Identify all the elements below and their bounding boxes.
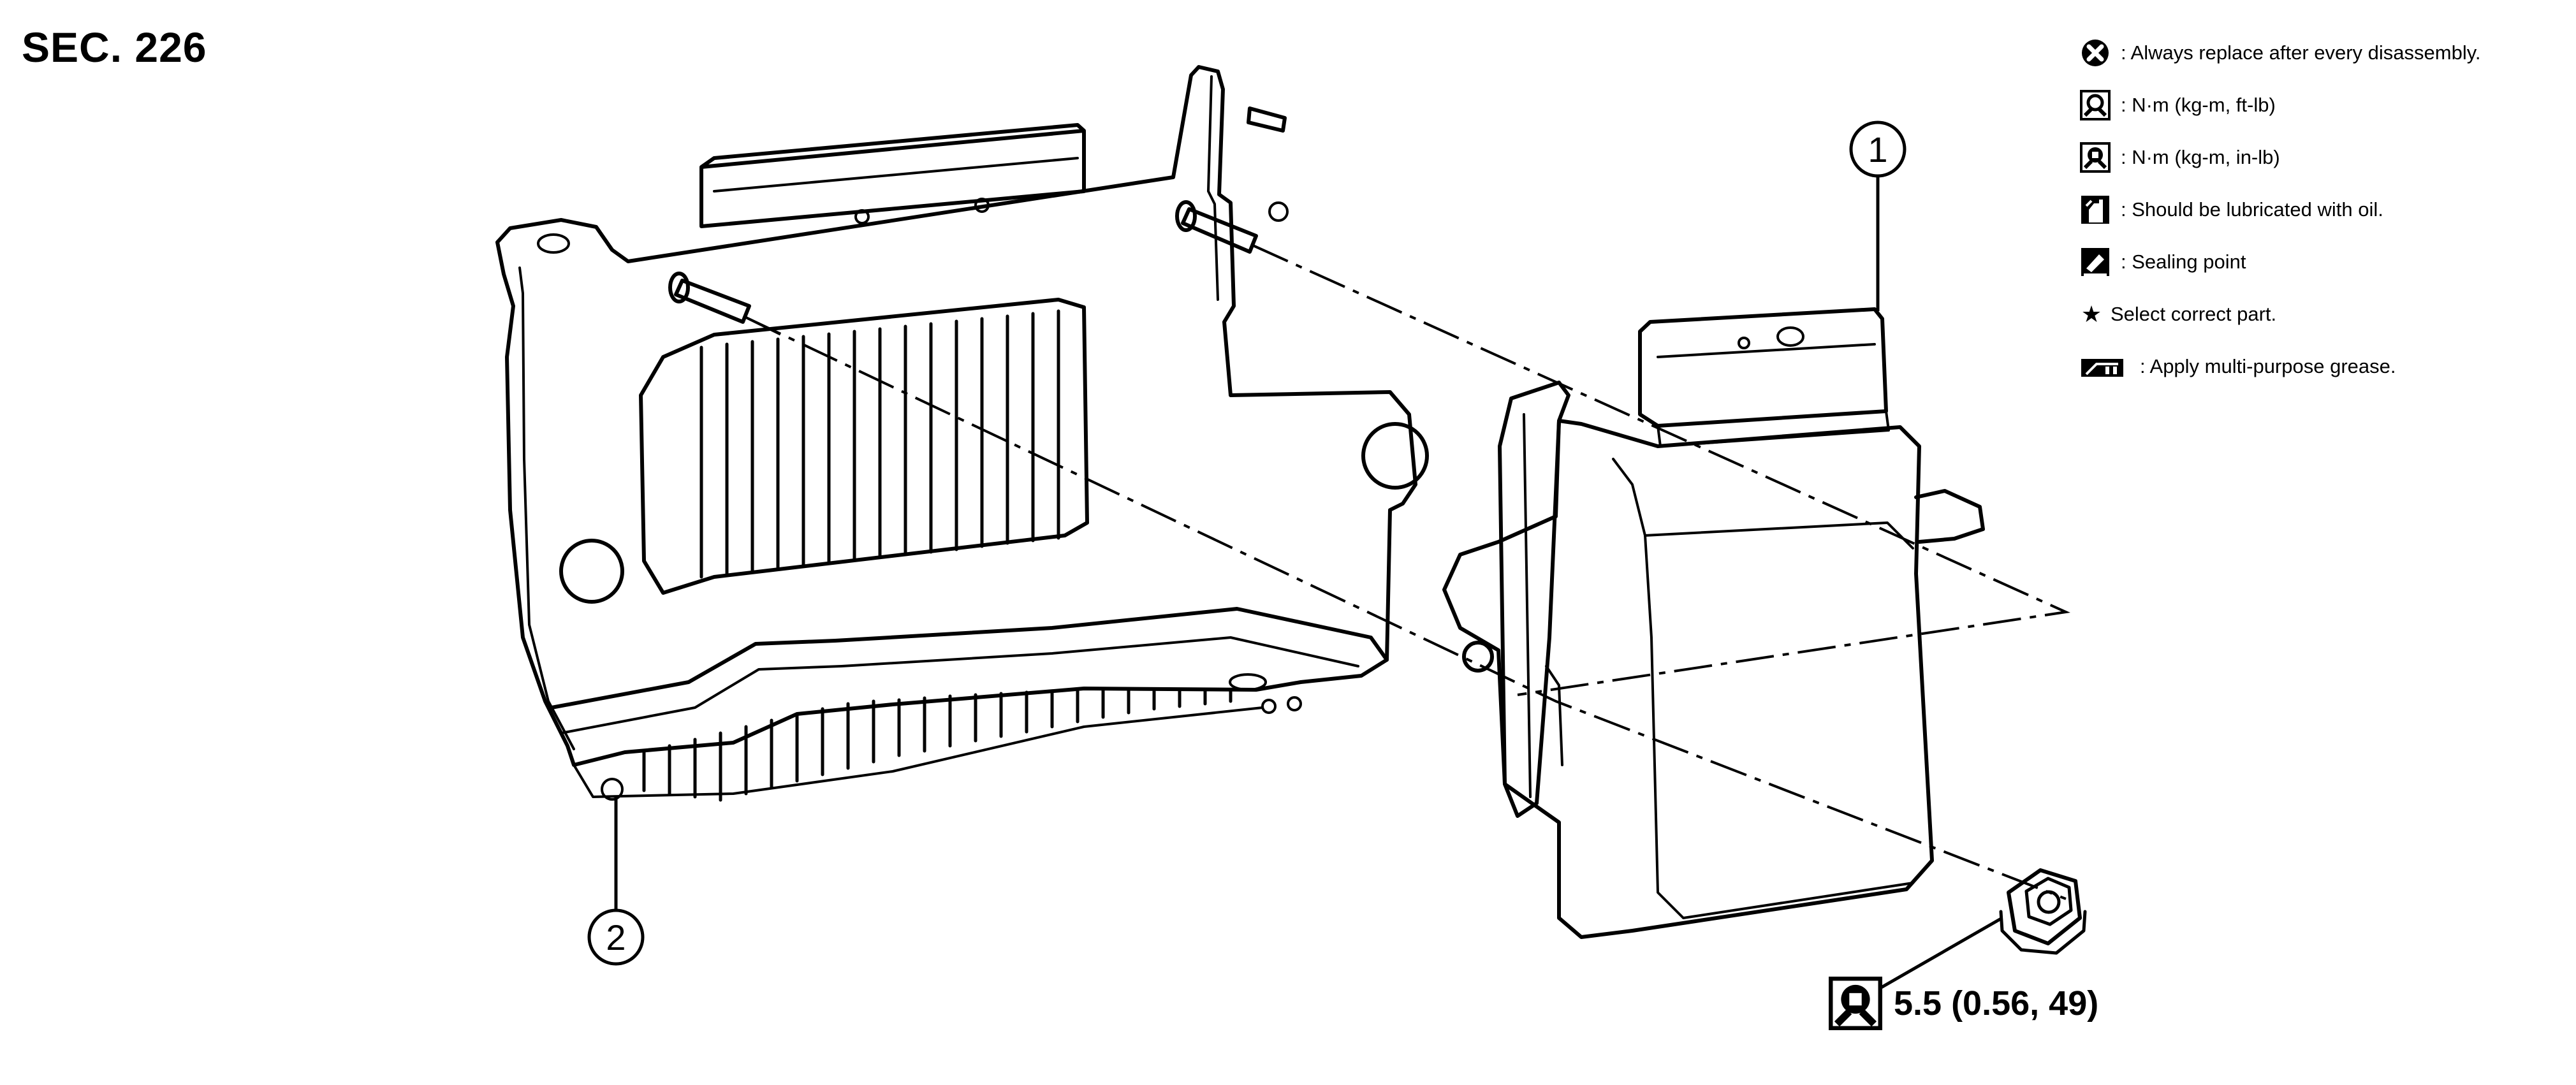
ecu-right-tab (1914, 489, 1985, 544)
callout-2: 2 (587, 797, 645, 966)
mounting-stud-top (1247, 106, 1289, 222)
lower-fins (642, 688, 1233, 802)
torque-wrench-ftlb-icon (2080, 90, 2111, 120)
alignment-lines (745, 244, 2071, 900)
cooling-fins (699, 309, 1060, 579)
legend-item-select-part: ★ Select correct part. (2080, 297, 2571, 331)
bracket-lower-flange (550, 607, 1389, 710)
legend-item-torque-inlb: : N·m (kg-m, in-lb) (2080, 140, 2571, 175)
bracket-boss-left (559, 539, 624, 604)
bracket-boss-right (1361, 422, 1429, 490)
legend-item-sealing: : Sealing point (2080, 245, 2571, 279)
ecu-case (1442, 419, 1934, 939)
mounting-stud-left (668, 272, 751, 324)
bracket-fin-window (639, 298, 1089, 595)
flange-nut (1999, 868, 2087, 955)
bracket-assembly (495, 65, 1429, 802)
legend-item-torque-ftlb: : N·m (kg-m, ft-lb) (2080, 88, 2571, 122)
star-icon: ★ (2081, 301, 2102, 327)
oil-can-icon (2081, 196, 2109, 224)
callout-1-number: 1 (1868, 129, 1887, 170)
ecu-module (1442, 307, 1985, 939)
torque-value: 5.5 (0.56, 49) (1894, 984, 2099, 1023)
ecu-left-flange (1498, 381, 1570, 818)
ecu-mount-hole (1462, 641, 1494, 673)
always-replace-icon (2082, 40, 2109, 66)
callout-1: 1 (1849, 120, 1906, 311)
grease-icon (2081, 359, 2123, 377)
torque-wrench-inlb-icon (2080, 142, 2111, 173)
sealing-point-icon (2081, 248, 2109, 276)
ecu-connector (1638, 307, 1888, 428)
legend-item-always-replace: : Always replace after every disassembly… (2080, 36, 2571, 70)
torque-leader (1873, 916, 2003, 993)
torque-wrench-inlb-icon (1829, 977, 1882, 1030)
legend-item-grease: : Apply multi-purpose grease. (2080, 349, 2571, 384)
mounting-stud-right (1175, 200, 1258, 254)
torque-spec: 5.5 (0.56, 49) (1829, 977, 2098, 1030)
callout-2-number: 2 (606, 917, 626, 958)
symbol-legend: : Always replace after every disassembly… (2080, 36, 2571, 402)
bracket-outline (495, 65, 1417, 767)
legend-item-oil: : Should be lubricated with oil. (2080, 193, 2571, 227)
section-label: SEC. 226 (22, 24, 207, 71)
